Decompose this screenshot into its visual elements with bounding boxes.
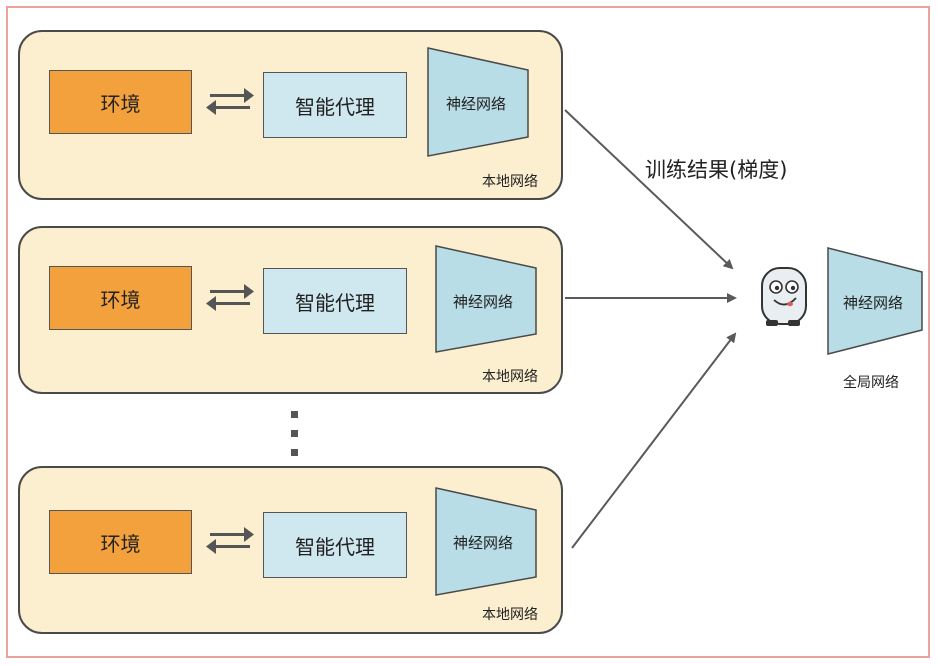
agent-box-3: 智能代理 [263,512,407,578]
exchange-arrows-icon-3 [206,527,254,554]
neural-network-label-3: 神经网络 [453,534,514,552]
neural-network-label-2: 神经网络 [453,293,514,311]
diagram-frame [6,6,930,658]
exchange-arrows-icon-1 [206,88,254,115]
gradient-label: 训练结果(梯度) [645,158,788,182]
gradient-arrow-1 [564,109,734,270]
neural-network-label-1: 神经网络 [446,95,507,113]
exchange-arrows-icon-2 [206,284,254,311]
environment-box-3: 环境 [49,510,192,574]
local-network-label-2: 本地网络 [482,369,538,385]
neural-network-shape-2 [435,245,537,353]
local-network-label-1: 本地网络 [482,174,538,190]
global-network-shape [827,247,923,355]
global-network-caption: 全局网络 [843,375,899,391]
agent-box-2: 智能代理 [263,268,407,334]
gradient-arrow-3 [571,332,737,549]
neural-network-shape-3 [435,487,537,596]
vertical-ellipsis-icon [291,411,298,456]
agent-box-1: 智能代理 [263,72,407,138]
global-network-label: 神经网络 [843,294,904,312]
robot-mascot-icon [761,267,807,326]
environment-box-2: 环境 [49,266,192,330]
local-network-label-3: 本地网络 [482,607,538,623]
environment-box-1: 环境 [49,70,192,134]
neural-network-shape-1 [427,47,529,157]
